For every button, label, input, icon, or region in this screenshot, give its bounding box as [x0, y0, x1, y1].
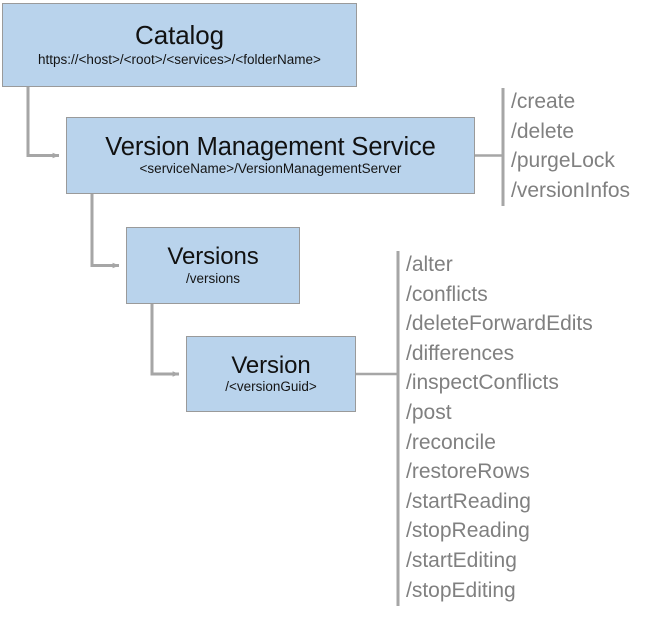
node-version[interactable]: Version /<versionGuid> — [186, 336, 356, 412]
connector-versions-to-version — [150, 304, 180, 377]
operation-item[interactable]: /restoreRows — [406, 460, 530, 484]
connector-vms-to-versions — [90, 194, 120, 269]
node-version-management-service[interactable]: Version Management Service <serviceName>… — [66, 117, 475, 194]
operation-item[interactable]: /stopReading — [406, 519, 530, 543]
node-version-management-service-title: Version Management Service — [105, 132, 436, 161]
operation-item[interactable]: /purgeLock — [511, 149, 615, 173]
node-catalog[interactable]: Catalog https://<host>/<root>/<services>… — [2, 3, 357, 87]
operation-item[interactable]: /differences — [406, 341, 515, 365]
operation-item[interactable]: /post — [406, 400, 452, 424]
operation-item[interactable]: /alter — [406, 253, 453, 276]
operation-item[interactable]: /delete — [511, 119, 575, 143]
operation-item[interactable]: /startEditing — [406, 548, 517, 572]
node-version-title: Version — [231, 351, 311, 379]
operation-list-version-management-service: /create/delete/purgeLock/versionInfos — [511, 87, 630, 205]
operation-item[interactable]: /deleteForwardEdits — [406, 312, 593, 336]
node-version-management-service-subtitle: <serviceName>/VersionManagementServer — [139, 161, 402, 177]
operation-item[interactable]: /conflicts — [406, 282, 488, 306]
node-catalog-subtitle: https://<host>/<root>/<services>/<folder… — [38, 52, 321, 68]
node-catalog-title: Catalog — [135, 19, 224, 50]
operation-item[interactable]: /stopEditing — [406, 578, 516, 602]
operation-item[interactable]: /startReading — [406, 489, 531, 513]
operation-item[interactable]: /inspectConflicts — [406, 371, 559, 395]
connector-catalog-to-vms — [26, 87, 60, 159]
node-versions-title: Versions — [167, 243, 259, 271]
operation-item[interactable]: /create — [511, 90, 576, 113]
operation-item[interactable]: /versionInfos — [511, 178, 631, 202]
node-versions[interactable]: Versions /versions — [126, 227, 300, 304]
operation-list-version: /alter/conflicts/deleteForwardEdits/diff… — [406, 250, 593, 605]
node-version-subtitle: /<versionGuid> — [225, 379, 317, 395]
node-versions-subtitle: /versions — [185, 270, 241, 286]
operation-item[interactable]: /reconcile — [406, 430, 496, 454]
